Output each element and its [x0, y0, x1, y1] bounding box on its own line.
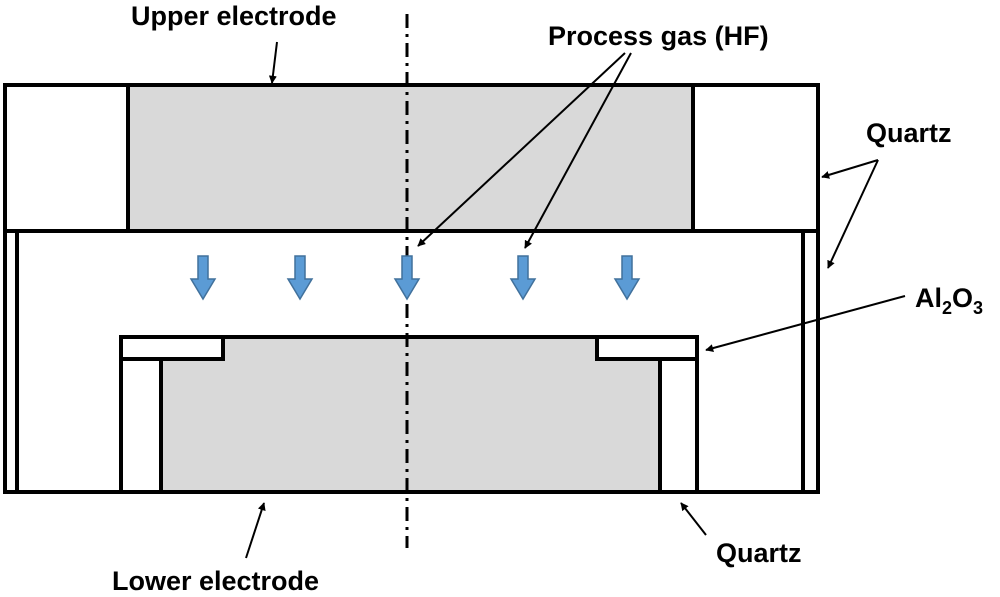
gas-arrow-5 — [613, 255, 641, 301]
leader-quartz-liner — [827, 159, 879, 269]
label-lower-electrode: Lower electrode — [112, 566, 320, 596]
al2o3-ring-right — [595, 335, 699, 361]
upper-electrode — [126, 83, 695, 233]
label-process-gas: Process gas (HF) — [548, 21, 769, 51]
upper-quartz-ring-left — [3, 83, 130, 233]
al2o3-ring-left — [119, 335, 225, 361]
leader-al2o3 — [705, 295, 906, 352]
al2o3-o: O — [952, 283, 974, 313]
leader-quartz-upper — [821, 159, 879, 179]
leader-lower-electrode — [245, 502, 266, 559]
gas-flow-arrows — [189, 255, 641, 301]
label-al2o3: Al2O3 — [915, 283, 983, 318]
lower-quartz-ring-right — [658, 357, 699, 494]
gas-arrow-4 — [509, 255, 537, 301]
al2o3-al: Al — [915, 283, 942, 313]
upper-quartz-ring-right — [691, 83, 820, 233]
al2o3-sub-3: 3 — [973, 298, 984, 318]
lower-quartz-ring-left — [119, 357, 163, 494]
label-upper-electrode: Upper electrode — [131, 1, 337, 31]
leader-process-gas-1 — [417, 52, 626, 247]
gas-arrow-1 — [189, 255, 217, 301]
gas-arrow-3 — [393, 255, 421, 301]
label-quartz-right: Quartz — [866, 118, 952, 148]
leader-quartz-bottom — [680, 502, 707, 536]
label-quartz-bottom: Quartz — [716, 538, 802, 568]
gas-arrow-2 — [286, 255, 314, 301]
leader-upper-electrode — [268, 41, 278, 84]
al2o3-sub-2: 2 — [942, 298, 953, 318]
leader-process-gas-2 — [524, 52, 632, 249]
lower-electrode — [159, 335, 662, 494]
